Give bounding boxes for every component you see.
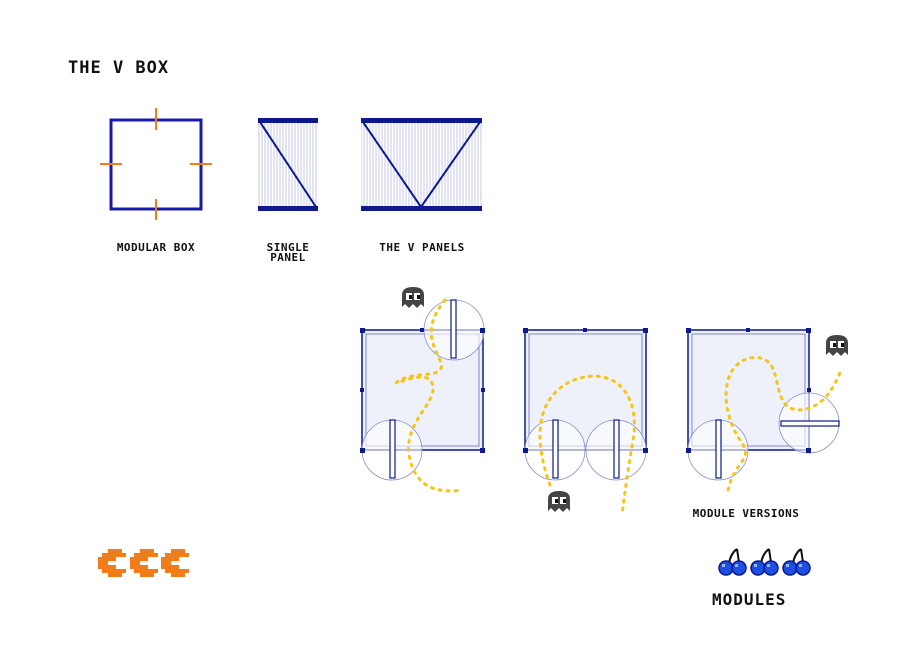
pacman-row [98, 549, 189, 577]
pacman-icon [130, 549, 158, 577]
v-panels-figure [361, 118, 482, 211]
ghost-icon [402, 287, 424, 308]
pacman-icon [161, 549, 189, 577]
module-version-2 [523, 328, 648, 517]
label-modules: MODULES [712, 590, 787, 609]
module-version-3 [686, 328, 848, 492]
label-single-panel-line1: SINGLE [266, 241, 310, 254]
ghost-icon [826, 335, 848, 356]
ghost-icon [548, 491, 570, 512]
modular-box-figure [100, 108, 212, 220]
cherry-row [718, 548, 811, 576]
single-panel-figure [258, 118, 318, 211]
cherry-icon [782, 548, 811, 576]
pacman-icon [98, 549, 126, 577]
label-v-panels: THE V PANELS [379, 241, 465, 254]
page-title: THE V BOX [68, 58, 170, 78]
cherry-icon [750, 548, 779, 576]
cherry-icon [718, 548, 747, 576]
label-single-panel: SINGLE PANEL [248, 241, 328, 264]
label-module-versions: MODULE VERSIONS [692, 507, 800, 520]
label-modular-box: MODULAR BOX [116, 241, 196, 254]
module-version-1 [360, 287, 485, 493]
label-single-panel-line2: PANEL [270, 251, 306, 264]
